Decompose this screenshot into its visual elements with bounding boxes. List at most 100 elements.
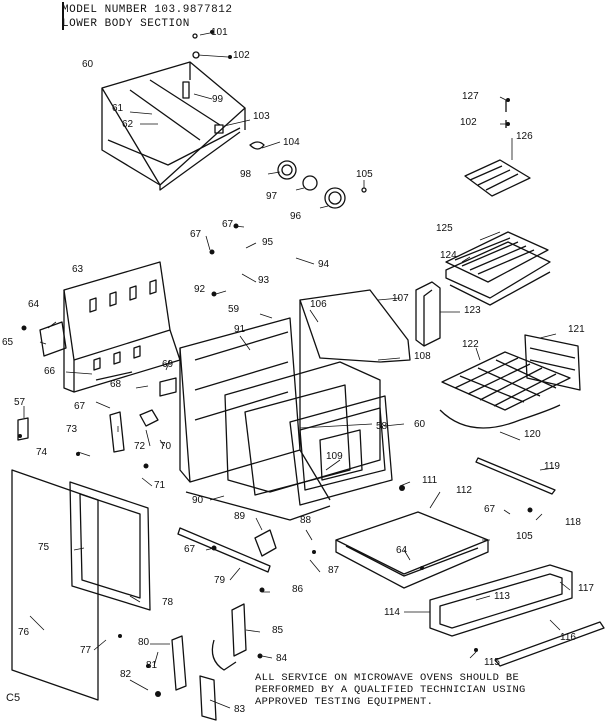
bottom-rail-part	[177, 527, 271, 573]
door-panel-part	[11, 469, 151, 701]
callout-80: 80	[138, 637, 150, 648]
callout-92: 92	[194, 284, 206, 295]
callout-121: 121	[568, 324, 585, 335]
notice-line: ALL SERVICE ON MICROWAVE OVENS SHOULD BE	[255, 672, 520, 684]
callout-77: 77	[80, 645, 92, 656]
callout-123: 123	[464, 305, 481, 316]
callout-113: 113	[494, 591, 510, 602]
callout-59: 59	[228, 304, 240, 315]
callout-99: 99	[212, 94, 224, 105]
callout-70: 70	[160, 441, 172, 452]
callout-98: 98	[240, 169, 252, 180]
callout-85: 85	[272, 625, 284, 636]
callout-102-b: 102	[460, 117, 477, 128]
section-heading: LOWER BODY SECTION	[62, 18, 190, 30]
callout-82: 82	[120, 669, 132, 680]
door-hinge-part	[211, 603, 247, 671]
callout-62: 62	[122, 119, 134, 130]
callout-96: 96	[290, 211, 302, 222]
drawer-front-part	[429, 564, 573, 637]
callout-58: 58	[376, 421, 388, 432]
callout-87: 87	[328, 565, 340, 576]
callout-72: 72	[134, 441, 146, 452]
oven-rack-part	[441, 351, 571, 411]
callout-93: 93	[258, 275, 270, 286]
callout-65: 65	[2, 337, 14, 348]
diagram-code: C5	[6, 692, 21, 704]
callout-89: 89	[234, 511, 246, 522]
callout-67-c: 67	[74, 401, 86, 412]
corner-bracket-part	[254, 529, 277, 557]
callout-64-b: 64	[396, 545, 408, 556]
callout-111: 111	[422, 475, 438, 486]
callout-84: 84	[276, 653, 288, 664]
junction-box-part	[39, 321, 67, 357]
callout-101: 101	[211, 27, 228, 38]
callout-69: 69	[162, 359, 174, 370]
callout-105: 105	[356, 169, 373, 180]
callout-106: 106	[310, 299, 327, 310]
callout-67-d: 67	[484, 504, 496, 515]
callout-71: 71	[154, 480, 166, 491]
oven-body-part	[179, 289, 411, 521]
callout-102: 102	[233, 50, 250, 61]
callout-114: 114	[384, 607, 400, 618]
callout-104: 104	[283, 137, 300, 148]
broiler-pan-part	[445, 231, 551, 306]
notice-line: PERFORMED BY A QUALIFIED TECHNICIAN USIN…	[255, 684, 526, 696]
callout-120: 120	[524, 429, 541, 440]
callout-112: 112	[456, 485, 472, 496]
callout-60-b: 60	[414, 419, 426, 430]
callout-94: 94	[318, 259, 330, 270]
callout-76: 76	[18, 627, 30, 638]
callout-79: 79	[214, 575, 226, 586]
drawer-rail-part	[475, 457, 556, 495]
callout-124: 124	[440, 250, 457, 261]
callout-67-e: 67	[184, 544, 196, 555]
callout-88: 88	[300, 515, 312, 526]
fastener-dots	[18, 30, 533, 697]
callout-57: 57	[14, 397, 26, 408]
callout-63: 63	[72, 264, 84, 275]
callout-97: 97	[266, 191, 278, 202]
callout-83: 83	[234, 704, 246, 715]
kick-plate-part	[494, 621, 605, 667]
callout-118: 118	[565, 517, 581, 528]
callout-117: 117	[578, 583, 594, 594]
callout-81: 81	[146, 660, 158, 671]
callout-125: 125	[436, 223, 453, 234]
heating-element-part	[464, 100, 531, 197]
callout-126: 126	[516, 131, 533, 142]
callout-86: 86	[292, 584, 304, 595]
rack-support-part	[524, 334, 581, 391]
callout-122: 122	[462, 339, 479, 350]
callout-73: 73	[66, 424, 78, 435]
hinge-arm-part	[171, 635, 217, 721]
callout-68: 68	[110, 379, 122, 390]
callout-67: 67	[222, 219, 234, 230]
storage-drawer-part	[335, 511, 489, 589]
callout-115: 115	[484, 657, 500, 668]
cavity-frame-part	[101, 61, 246, 191]
rear-panel-part	[63, 261, 181, 393]
notice-line: APPROVED TESTING EQUIPMENT.	[255, 696, 434, 708]
callout-107: 107	[392, 293, 409, 304]
hardware-top	[182, 33, 367, 209]
left-hardware	[17, 371, 177, 453]
callout-66: 66	[44, 366, 56, 377]
callout-116: 116	[560, 632, 576, 643]
model-number-heading: MODEL NUMBER 103.9877812	[62, 4, 233, 16]
callout-64: 64	[28, 299, 40, 310]
callout-67-b: 67	[190, 229, 202, 240]
callout-74: 74	[36, 447, 48, 458]
callout-105-b: 105	[516, 531, 533, 542]
callout-90: 90	[192, 495, 204, 506]
callout-95: 95	[262, 237, 274, 248]
header-rule	[62, 2, 64, 30]
leader-lines	[23, 32, 571, 709]
callout-60: 60	[82, 59, 94, 70]
side-bracket-part	[415, 281, 441, 347]
callout-103: 103	[253, 111, 270, 122]
